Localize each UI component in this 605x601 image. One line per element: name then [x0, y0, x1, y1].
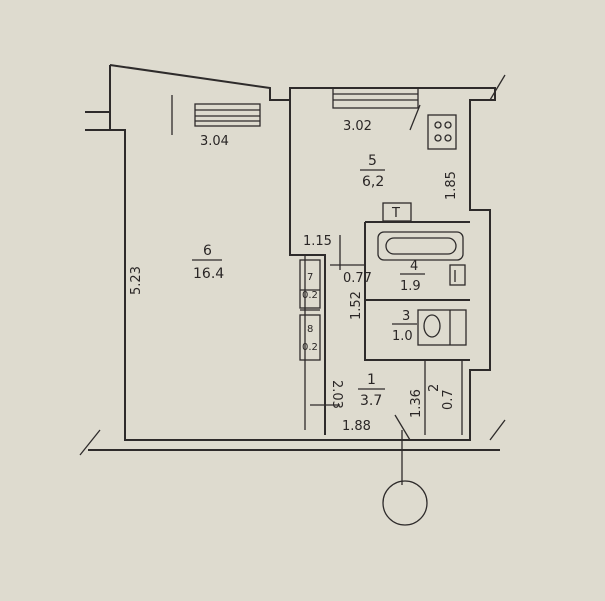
- window-left: [194, 103, 261, 127]
- room-area: 0.2: [302, 290, 318, 301]
- dim-1-36: 1.36: [409, 389, 424, 418]
- toilet-icon: [417, 309, 467, 346]
- interior-walls: [289, 100, 470, 435]
- room-area: 1.0: [392, 329, 413, 344]
- dim-2-03: 2.03: [329, 380, 344, 409]
- room-number: 2: [427, 384, 442, 392]
- room-4: 4 1.9: [400, 259, 425, 294]
- room-number: 5: [368, 153, 377, 169]
- dim-1-88: 1.88: [342, 419, 371, 434]
- sink-icon: [449, 264, 466, 286]
- dim-1-52: 1.52: [349, 291, 364, 320]
- room-5: 5 6,2: [360, 153, 385, 190]
- room-6: 6 16.4: [192, 243, 224, 282]
- water-heater-label: T: [391, 206, 400, 221]
- dim-0-77: 0.77: [343, 271, 372, 286]
- dim-5-23: 5.23: [129, 266, 144, 295]
- room-area: 6,2: [362, 174, 384, 190]
- room-number: 4: [410, 259, 418, 274]
- entrance-compass-icon: [382, 430, 428, 526]
- room-number: 1: [367, 372, 376, 388]
- dim-3-02: 3.02: [343, 119, 372, 134]
- dim-1-85: 1.85: [444, 171, 459, 200]
- room-number: 8: [307, 324, 313, 335]
- dim-3-04: 3.04: [200, 134, 229, 149]
- room-number: 6: [203, 243, 212, 259]
- room-area: 3.7: [360, 393, 382, 409]
- room-number: 7: [307, 272, 313, 283]
- room-8: 8 0.2: [302, 324, 318, 353]
- room-area: 0.7: [441, 389, 456, 410]
- dim-1-15: 1.15: [303, 234, 332, 249]
- stove-icon: [427, 114, 457, 150]
- window-right: [332, 87, 419, 109]
- room-number: 3: [402, 309, 410, 324]
- room-area: 16.4: [193, 266, 224, 282]
- room-7: 7 0.2: [302, 272, 318, 301]
- dimension-ticks: [171, 95, 421, 441]
- water-heater-icon: T: [382, 202, 412, 222]
- room-2: 2 0.7: [427, 384, 456, 410]
- room-3: 3 1.0: [392, 309, 417, 344]
- room-area: 0.2: [302, 342, 318, 353]
- room-1: 1 3.7: [358, 372, 385, 409]
- bathtub-icon: [377, 231, 464, 261]
- room-area: 1.9: [400, 279, 421, 294]
- outer-walls: [79, 64, 506, 456]
